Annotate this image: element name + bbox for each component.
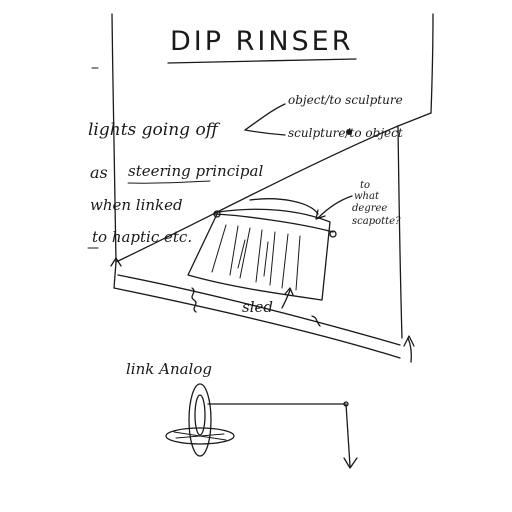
note-lights-going-off: lights going off: [88, 120, 221, 140]
steering-underline: [127, 180, 211, 184]
note-what: what: [354, 191, 380, 202]
diagonal-upper-line: [115, 125, 399, 263]
branch-upper-line: [244, 103, 286, 131]
hatch-8: [237, 239, 246, 269]
hatch-4: [255, 229, 263, 283]
note-object-to-sculpture: object/to sculpture: [288, 93, 403, 107]
note-sculpture-to-object: sculpture/to object: [288, 126, 403, 140]
platform-bottom-line: [113, 287, 401, 359]
down-arrowhead-icon: [343, 457, 358, 469]
note-degree: degree: [352, 203, 387, 214]
note-link-analog: link Analog: [126, 360, 212, 378]
frame-right-line-top: [430, 13, 434, 114]
branch-lower-line: [244, 129, 286, 136]
squiggle-right: [311, 315, 321, 327]
sled-label: sled: [242, 298, 273, 316]
sled-arrowhead-icon: [284, 287, 294, 296]
ink-dot: [346, 129, 352, 135]
hatch-6: [281, 233, 289, 289]
question-arrowhead-icon: [315, 209, 326, 220]
rinser-top-bar: [213, 213, 334, 233]
link-vertical-line: [345, 403, 351, 467]
note-scapotte: scapotte?: [352, 216, 401, 227]
hatch-1: [211, 224, 227, 273]
frame-right-line: [397, 112, 432, 339]
analog-base-hatch: [173, 431, 227, 441]
squiggle-left: [191, 287, 197, 313]
note-to-haptic: to haptic etc.: [92, 228, 192, 246]
hatch-2: [229, 225, 239, 276]
note-when-linked: when linked: [90, 196, 183, 214]
note-as: as: [90, 163, 108, 182]
rinser-pivot-right: [329, 230, 337, 238]
hatch-3: [239, 227, 251, 279]
sled-arrow-line: [281, 289, 291, 309]
right-arrow-line: [407, 337, 413, 363]
sketch-title: DIP RINSER: [170, 26, 354, 57]
left-arrowhead-icon: [110, 257, 122, 267]
frame-left-line: [111, 13, 117, 263]
rinser-top-arc: [249, 198, 319, 215]
question-arrow-line: [317, 195, 353, 219]
rinser-pivot-left: [213, 210, 221, 218]
analog-knob-outer: [188, 383, 212, 457]
platform-top-line: [117, 274, 401, 346]
hatch-7: [295, 235, 301, 291]
analog-knob-inner: [194, 394, 206, 436]
note-steering-principal: steering principal: [128, 162, 263, 180]
note-to: to: [360, 180, 370, 191]
hatch-5: [269, 231, 276, 286]
platform-left-edge: [113, 261, 117, 289]
rinser-body: [187, 208, 331, 301]
analog-base-disc: [165, 427, 235, 445]
hatch-9: [263, 241, 269, 277]
right-arrowhead-icon: [403, 335, 415, 347]
title-underline: [167, 58, 357, 64]
